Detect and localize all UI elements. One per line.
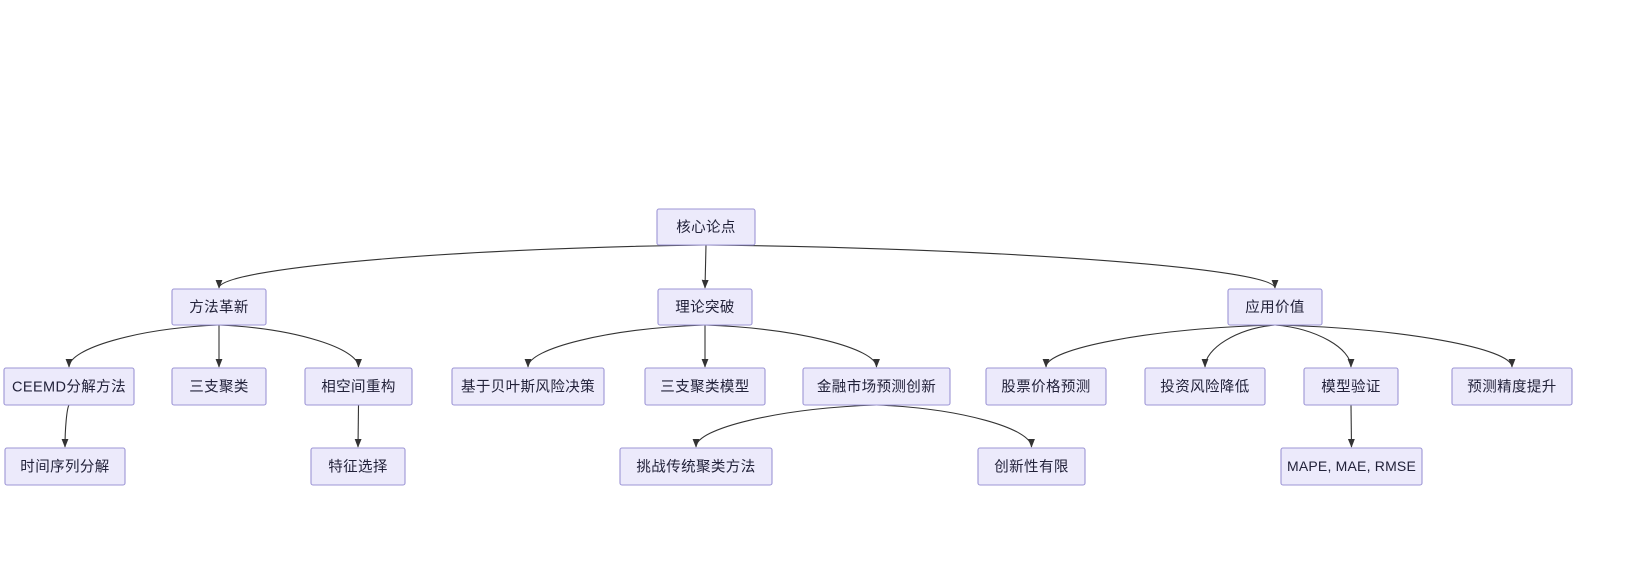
node-l4_2[interactable]: 挑战传统聚类方法 <box>619 447 773 486</box>
node-box-l3_5[interactable] <box>802 367 951 406</box>
node-label-l3_3: 基于贝叶斯风险决策 <box>461 378 595 395</box>
edge-l3_5-to-l4_2 <box>692 404 877 448</box>
node-label-l2_0: 方法革新 <box>189 299 249 316</box>
node-label-l3_0: CEEMD分解方法 <box>12 378 126 395</box>
node-label-l3_1: 三支聚类 <box>189 378 249 395</box>
node-l2_1[interactable]: 理论突破 <box>657 288 753 326</box>
edge-l3_0-to-l4_0 <box>61 404 70 448</box>
node-box-l4_4[interactable] <box>1280 447 1423 486</box>
node-box-l2_0[interactable] <box>171 288 267 326</box>
node-l3_4[interactable]: 三支聚类模型 <box>644 367 766 406</box>
node-label-l2_1: 理论突破 <box>675 299 735 316</box>
node-l4_1[interactable]: 特征选择 <box>310 447 406 486</box>
node-box-l3_0[interactable] <box>3 367 135 406</box>
node-l3_1[interactable]: 三支聚类 <box>171 367 267 406</box>
edge-root-to-l2_2 <box>705 244 1279 289</box>
node-l3_9[interactable]: 预测精度提升 <box>1451 367 1573 406</box>
node-box-root[interactable] <box>656 208 756 246</box>
node-box-l4_0[interactable] <box>4 447 126 486</box>
node-l3_7[interactable]: 投资风险降低 <box>1144 367 1266 406</box>
node-box-l3_1[interactable] <box>171 367 267 406</box>
edge-l3_8-to-l4_4 <box>1347 404 1355 448</box>
node-label-l4_3: 创新性有限 <box>994 458 1069 475</box>
node-label-l4_1: 特征选择 <box>328 458 388 475</box>
node-box-l3_4[interactable] <box>644 367 766 406</box>
node-box-l3_2[interactable] <box>304 367 413 406</box>
node-l3_5[interactable]: 金融市场预测创新 <box>802 367 951 406</box>
edge-l2_2-to-l3_7 <box>1201 324 1276 368</box>
edge-l3_2-to-l4_1 <box>354 404 362 448</box>
node-box-l3_8[interactable] <box>1303 367 1399 406</box>
node-l3_6[interactable]: 股票价格预测 <box>985 367 1107 406</box>
node-box-l3_9[interactable] <box>1451 367 1573 406</box>
node-box-l2_1[interactable] <box>657 288 753 326</box>
edge-l2_2-to-l3_6 <box>1042 324 1276 368</box>
node-l3_8[interactable]: 模型验证 <box>1303 367 1399 406</box>
node-l3_3[interactable]: 基于贝叶斯风险决策 <box>451 367 605 406</box>
node-box-l4_1[interactable] <box>310 447 406 486</box>
node-l3_2[interactable]: 相空间重构 <box>304 367 413 406</box>
edge-l2_2-to-l3_9 <box>1274 324 1516 368</box>
node-label-l3_8: 模型验证 <box>1321 378 1381 395</box>
node-box-l2_2[interactable] <box>1227 288 1323 326</box>
node-label-l3_9: 预测精度提升 <box>1467 378 1556 395</box>
node-label-l3_4: 三支聚类模型 <box>660 378 749 395</box>
edge-root-to-l2_1 <box>701 244 709 289</box>
node-box-l3_3[interactable] <box>451 367 605 406</box>
node-l2_0[interactable]: 方法革新 <box>171 288 267 326</box>
node-label-l4_0: 时间序列分解 <box>20 458 109 475</box>
edge-l3_5-to-l4_3 <box>876 404 1035 448</box>
edge-l2_0-to-l3_2 <box>218 324 362 368</box>
node-label-l2_2: 应用价值 <box>1245 298 1305 316</box>
edge-root-to-l2_0 <box>215 244 707 289</box>
node-root[interactable]: 核心论点 <box>656 208 756 246</box>
node-label-l3_6: 股票价格预测 <box>1001 378 1090 395</box>
node-box-l4_2[interactable] <box>619 447 773 486</box>
node-l2_2[interactable]: 应用价值 <box>1227 288 1323 326</box>
edge-l2_1-to-l3_5 <box>704 324 880 368</box>
node-label-root: 核心论点 <box>676 219 736 236</box>
node-box-l3_7[interactable] <box>1144 367 1266 406</box>
node-label-l4_4: MAPE, MAE, RMSE <box>1287 458 1416 474</box>
node-label-l4_2: 挑战传统聚类方法 <box>636 458 755 475</box>
node-l4_0[interactable]: 时间序列分解 <box>4 447 126 486</box>
node-box-l3_6[interactable] <box>985 367 1107 406</box>
node-label-l3_2: 相空间重构 <box>321 378 396 395</box>
node-box-l4_3[interactable] <box>977 447 1086 486</box>
node-label-l3_7: 投资风险降低 <box>1160 378 1249 395</box>
edge-l2_0-to-l3_0 <box>65 324 220 368</box>
node-l4_4[interactable]: MAPE, MAE, RMSE <box>1280 447 1423 486</box>
node-label-l3_5: 金融市场预测创新 <box>817 378 936 395</box>
node-l4_3[interactable]: 创新性有限 <box>977 447 1086 486</box>
edge-l2_1-to-l3_3 <box>524 324 706 368</box>
edges-layer <box>61 244 1516 448</box>
node-l3_0[interactable]: CEEMD分解方法 <box>3 367 135 406</box>
edge-l2_2-to-l3_8 <box>1274 324 1355 368</box>
